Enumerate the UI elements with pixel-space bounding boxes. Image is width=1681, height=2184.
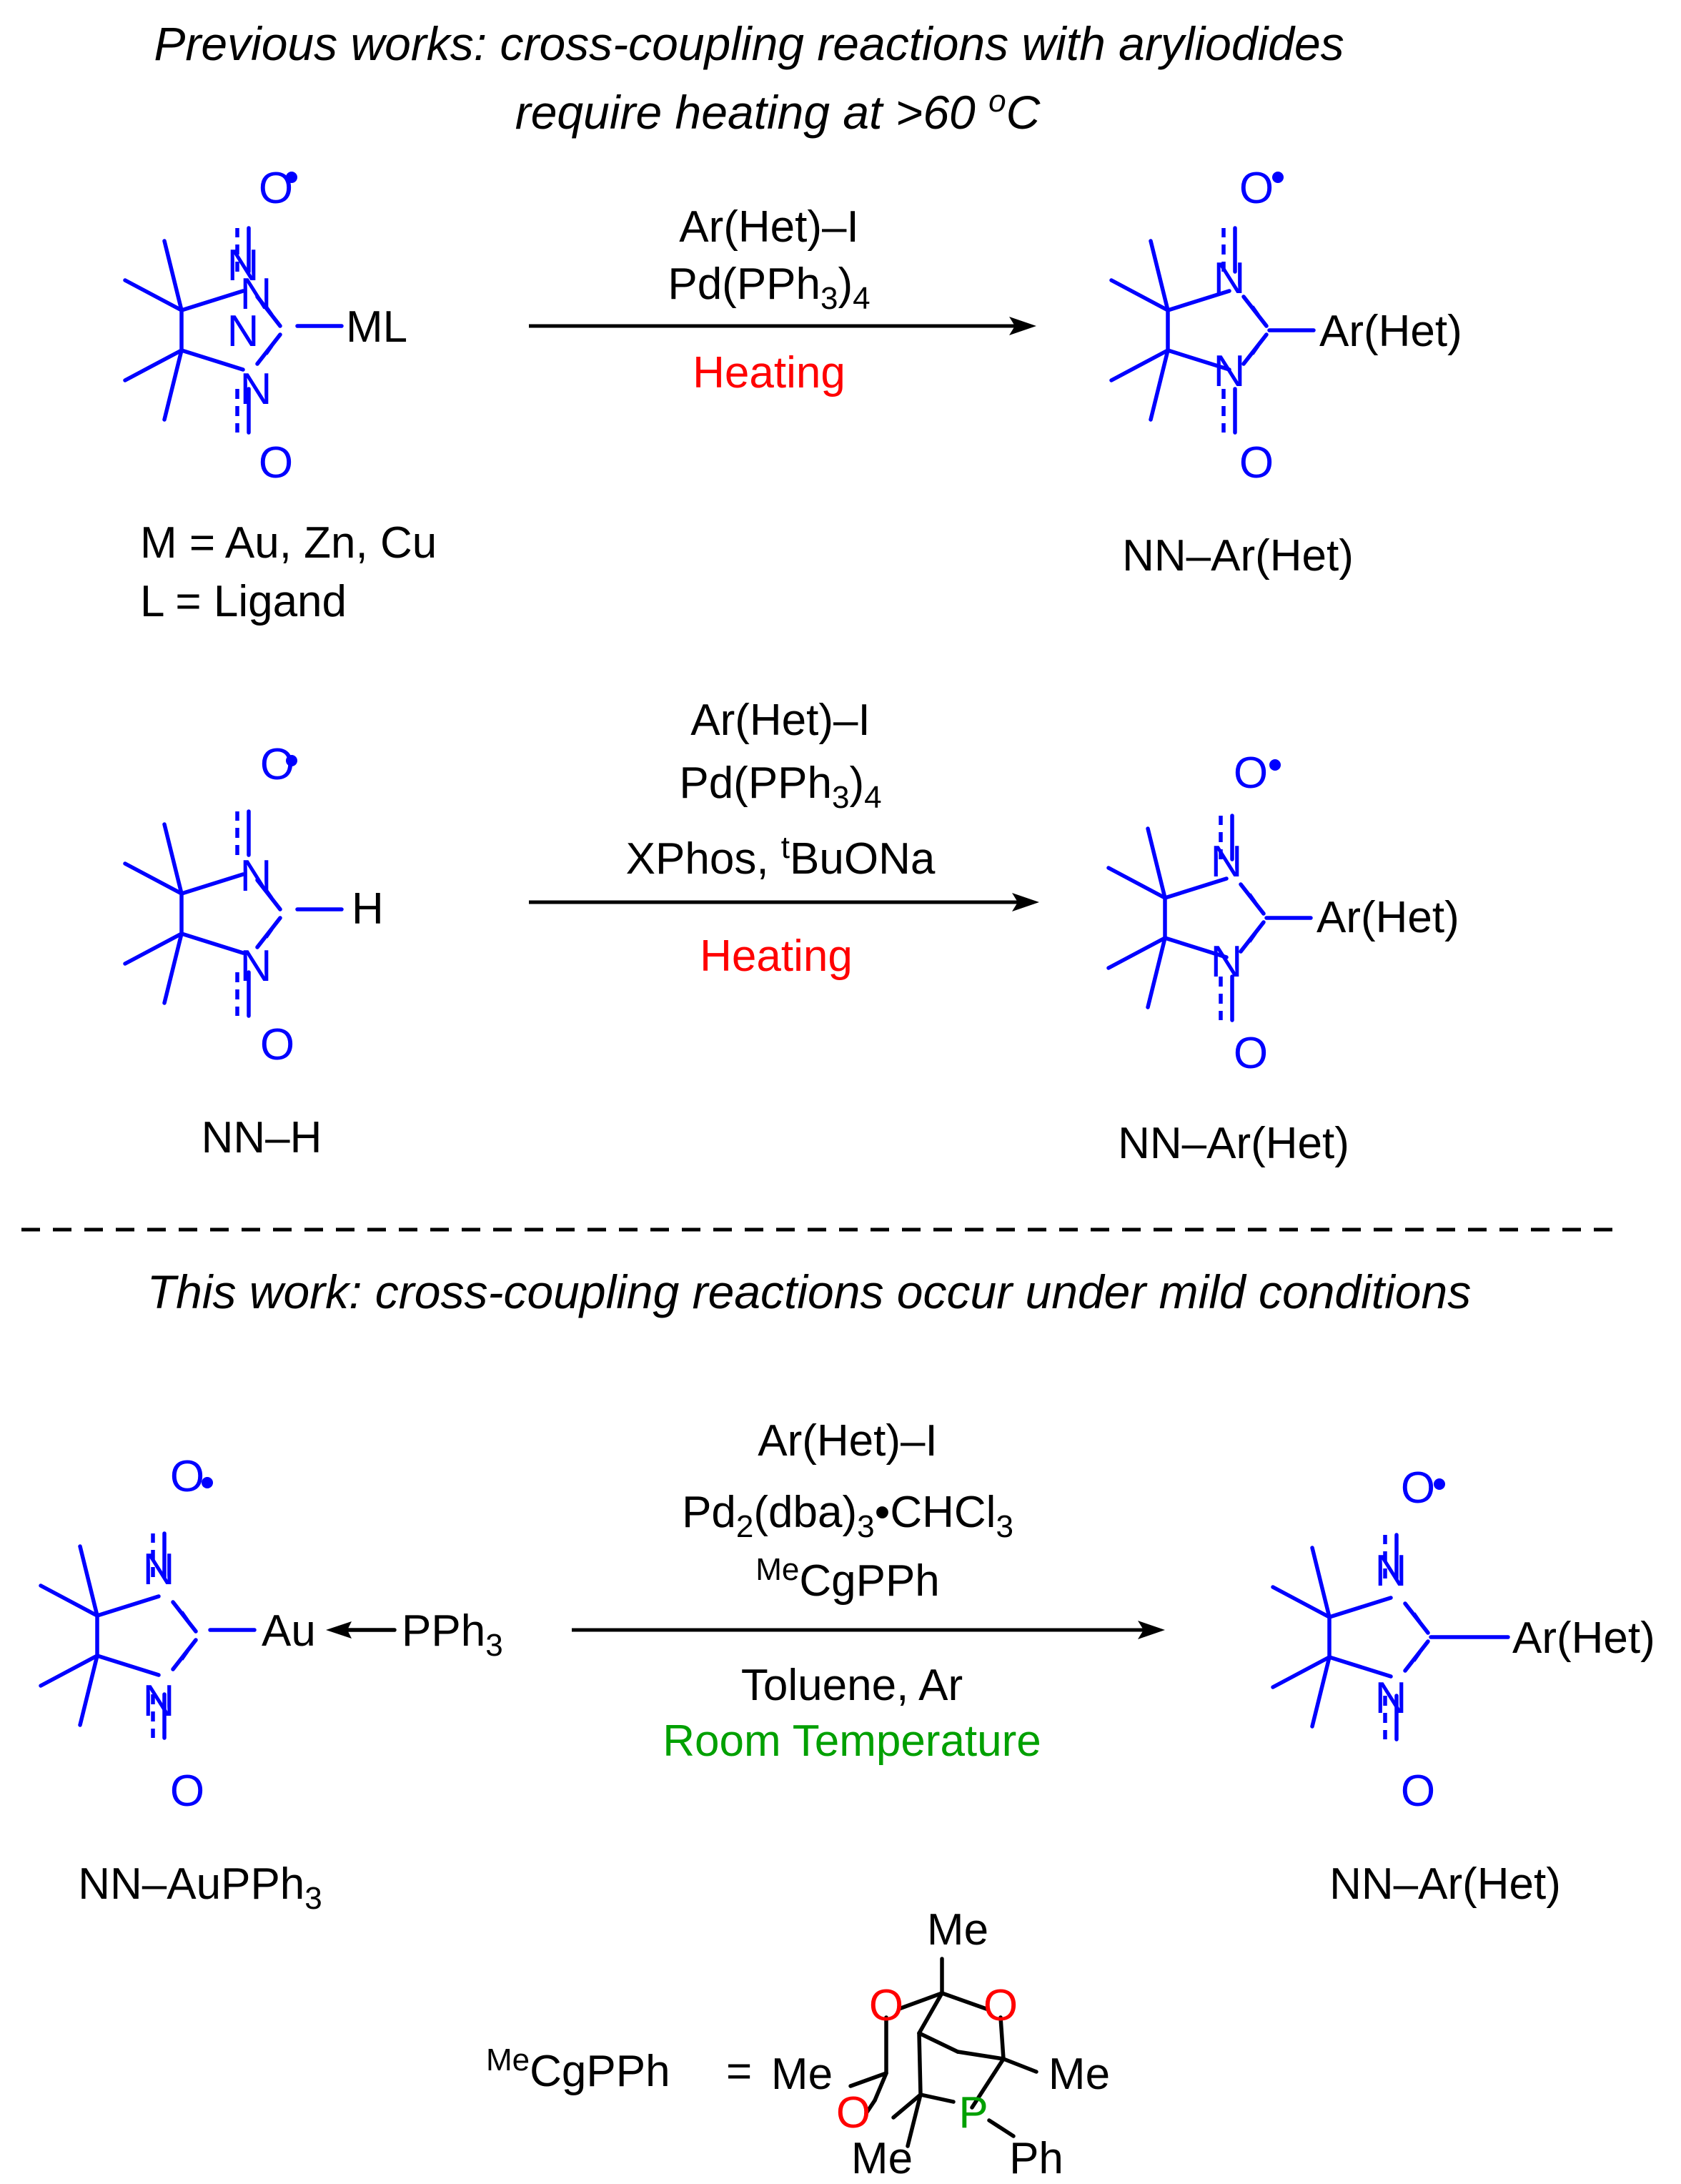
- legend-ligand-name: MeCgPPh: [486, 2042, 670, 2096]
- svg-text:Me: Me: [851, 2134, 913, 2183]
- heading-previous-works: Previous works: cross-coupling reactions…: [154, 17, 1344, 70]
- svg-text:N: N: [1214, 254, 1246, 303]
- reaction-3-product-atoms: N N O O Ar(Het): [1375, 1463, 1655, 1816]
- reaction-2-substrate-atoms: N N O O H: [240, 740, 384, 1069]
- svg-text:O: O: [869, 1981, 903, 2030]
- svg-text:O: O: [170, 1452, 204, 1501]
- svg-text:O: O: [1239, 164, 1274, 213]
- reaction-2-reagent-catalyst: Pd(PPh3)4: [679, 759, 881, 815]
- svg-text:O: O: [1234, 1029, 1268, 1078]
- reaction-3-arrow: [572, 1621, 1165, 1639]
- reaction-3-substrate: [41, 1477, 213, 1738]
- svg-text:O: O: [1401, 1463, 1435, 1513]
- svg-text:N: N: [227, 307, 259, 356]
- reaction-2-condition-heating: Heating: [700, 932, 853, 981]
- svg-text:Me: Me: [927, 1905, 988, 1955]
- svg-text:O: O: [836, 2088, 871, 2138]
- reaction-3-solvent: Toluene, Ar: [741, 1661, 963, 1710]
- reaction-1-product-atoms: N N O O Ar(Het): [1214, 164, 1462, 488]
- svg-text:N: N: [1211, 837, 1243, 886]
- reaction-3-product-label: NN–Ar(Het): [1329, 1859, 1561, 1909]
- ligand-cage-structure: Me O O Me Me O P Me Ph: [771, 1905, 1110, 2183]
- svg-text:N: N: [240, 942, 272, 991]
- reaction-2-substrate-label: NN–H: [202, 1113, 322, 1162]
- svg-text:O: O: [260, 1020, 294, 1069]
- svg-text:O: O: [983, 1981, 1018, 2030]
- reaction-1-substrate-label-m: M = Au, Zn, Cu: [140, 518, 437, 568]
- heading-this-work: This work: cross-coupling reactions occu…: [147, 1265, 1471, 1318]
- svg-text:N: N: [240, 851, 272, 901]
- svg-text:Ph: Ph: [1009, 2134, 1063, 2183]
- reaction-1-arrow: [529, 317, 1036, 335]
- svg-text:O: O: [260, 740, 294, 789]
- reaction-1-substrate-label-l: L = Ligand: [140, 577, 347, 626]
- legend-equals: =: [726, 2047, 752, 2096]
- svg-text:P: P: [958, 2088, 988, 2138]
- svg-text:O: O: [1401, 1767, 1435, 1816]
- reaction-1-condition-heating: Heating: [693, 348, 846, 397]
- svg-text:O: O: [259, 438, 293, 488]
- reaction-3-reagent-catalyst: Pd2(dba)3•CHCl3: [682, 1488, 1013, 1544]
- svg-text:H: H: [352, 884, 384, 934]
- reaction-3-reagent-aryl-iodide: Ar(Het)–I: [758, 1416, 937, 1466]
- reaction-3-reagent-ligand: MeCgPPh: [755, 1552, 940, 1606]
- heading-previous-works-line2: require heating at >60 oC: [515, 84, 1041, 139]
- reaction-3-substrate-label: NN–AuPPh3: [78, 1859, 322, 1916]
- reaction-3-substrate-atoms: N N O O Au PPh3: [143, 1452, 503, 1816]
- svg-text:N: N: [1375, 1546, 1407, 1596]
- svg-text:Ar(Het): Ar(Het): [1316, 893, 1459, 942]
- reaction-2-reagent-ligand-base: XPhos, tBuONa: [626, 830, 936, 884]
- svg-text:N: N: [1214, 347, 1246, 396]
- svg-text:Au: Au: [262, 1606, 316, 1656]
- reaction-2-arrow: [529, 893, 1039, 911]
- reaction-1-substrate: N N: [125, 172, 297, 433]
- reaction-1-reagent-aryl-iodide: Ar(Het)–I: [679, 202, 858, 252]
- svg-text:Me: Me: [771, 2050, 833, 2099]
- reaction-3-product: [1273, 1478, 1445, 1739]
- svg-text:O: O: [1234, 748, 1268, 798]
- reaction-1-reagent-catalyst: Pd(PPh3)4: [668, 260, 870, 316]
- svg-text:Me: Me: [1048, 2050, 1110, 2099]
- svg-text:ML: ML: [346, 302, 407, 352]
- reaction-2-product-label: NN–Ar(Het): [1118, 1119, 1349, 1168]
- svg-text:N: N: [1211, 937, 1243, 987]
- svg-text:O: O: [1239, 438, 1274, 488]
- reaction-3-condition-room-temperature: Room Temperature: [663, 1716, 1041, 1766]
- svg-text:N: N: [1375, 1674, 1407, 1723]
- svg-text:O: O: [170, 1767, 204, 1816]
- svg-text:O: O: [259, 164, 293, 213]
- reaction-2-reagent-aryl-iodide: Ar(Het)–I: [690, 696, 870, 745]
- svg-text:Ar(Het): Ar(Het): [1319, 307, 1462, 356]
- reaction-2-product-atoms: N N O O Ar(Het): [1211, 748, 1459, 1078]
- svg-text:N: N: [143, 1676, 175, 1726]
- reaction-1-substrate-atoms: N N O O ML: [240, 164, 408, 488]
- svg-text:N: N: [143, 1545, 175, 1594]
- svg-text:N: N: [240, 365, 272, 414]
- reaction-1-product-label: NN–Ar(Het): [1122, 531, 1354, 580]
- svg-text:PPh3: PPh3: [402, 1606, 503, 1663]
- svg-text:N: N: [227, 241, 259, 290]
- reaction-2-product: [1109, 759, 1281, 1020]
- svg-text:N: N: [240, 270, 272, 319]
- svg-text:Ar(Het): Ar(Het): [1512, 1614, 1655, 1663]
